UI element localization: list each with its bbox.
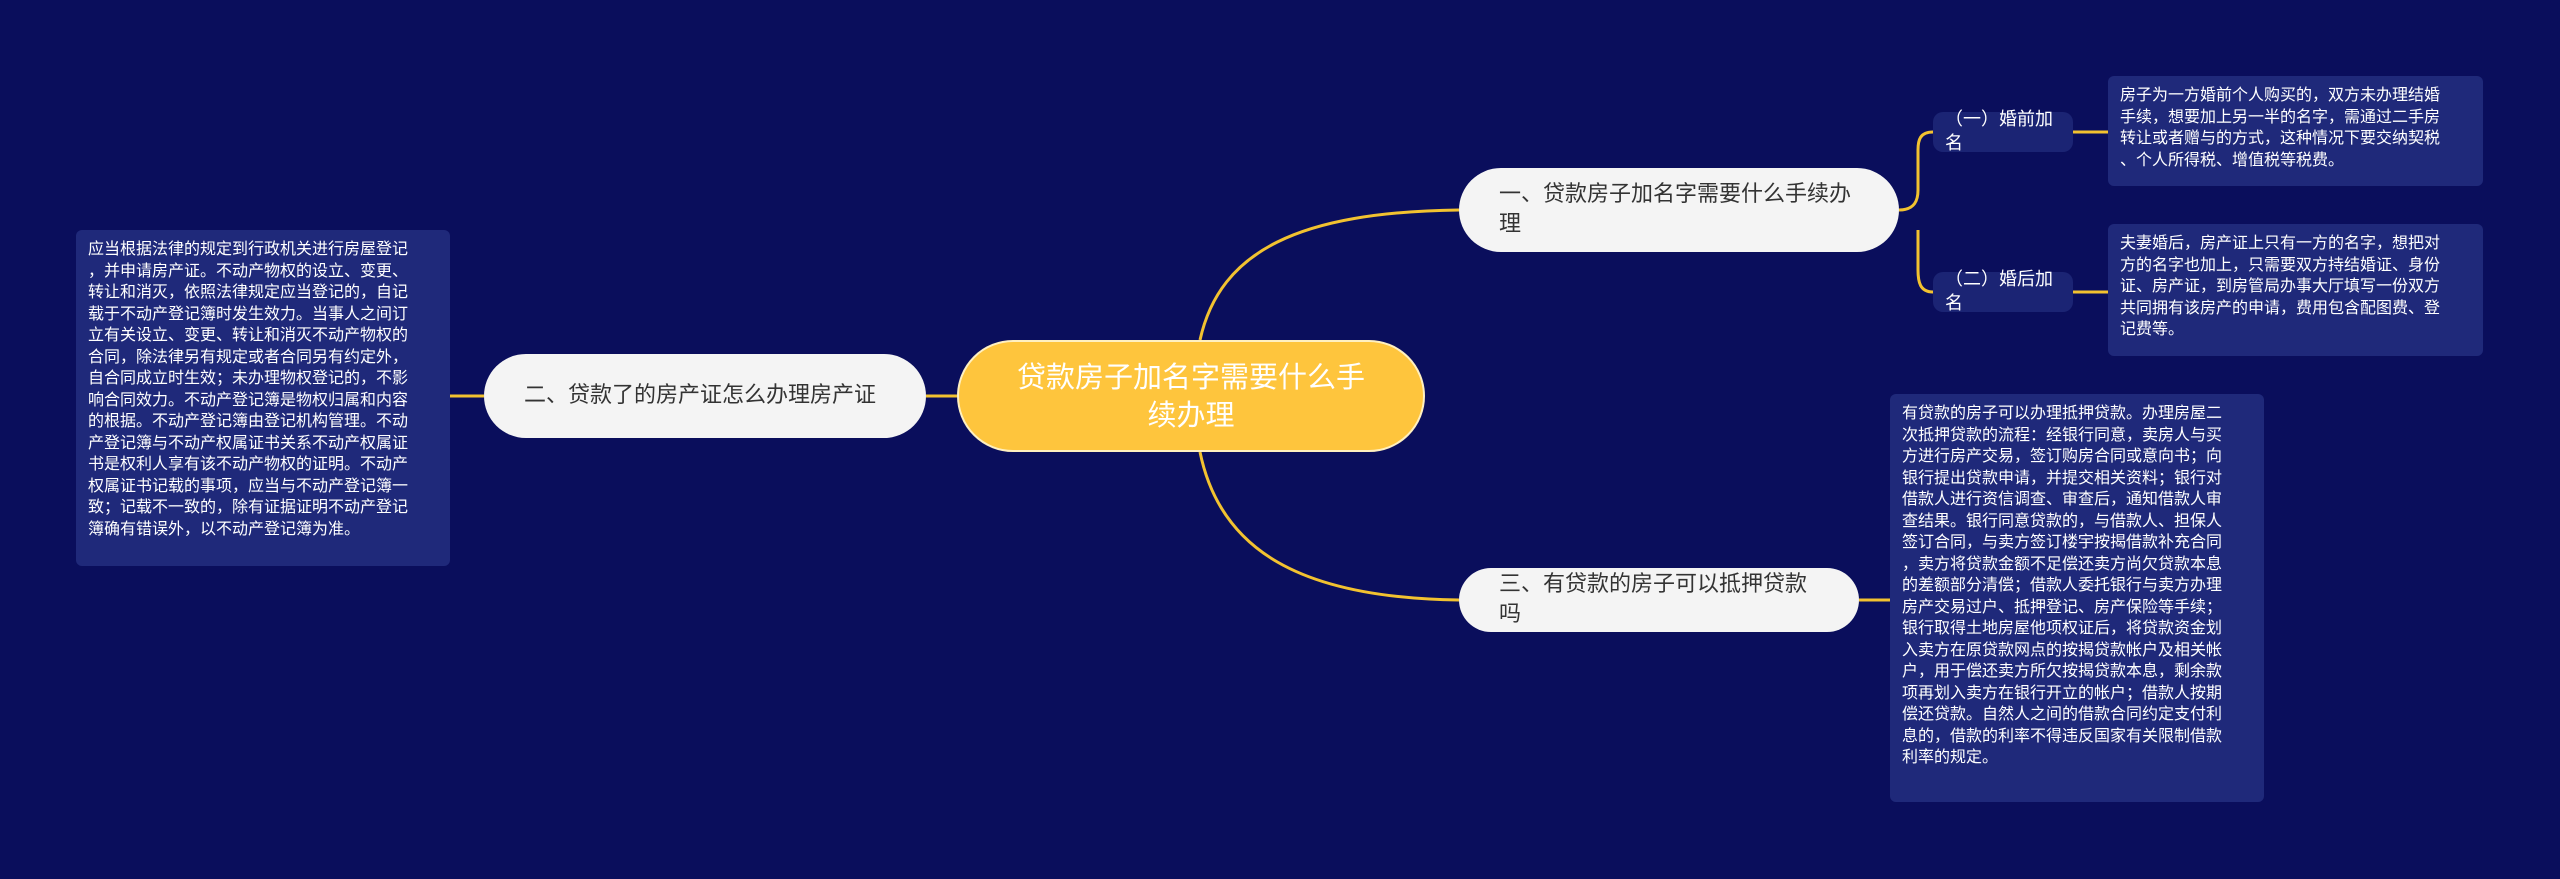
- subtopic-premarital-label: （一）婚前加名: [1945, 109, 2053, 154]
- branch-topic-3-label: 三、有贷款的房子可以抵押贷款吗: [1499, 572, 1808, 627]
- note-mortgage: 有贷款的房子可以办理抵押贷款。办理房屋二 次抵押贷款的流程：经银行同意，卖房人与…: [1890, 394, 2264, 802]
- root-topic[interactable]: 贷款房子加名字需要什么手续办理: [957, 340, 1425, 452]
- link-root-branch3: [1198, 451, 1460, 602]
- root-topic-label: 贷款房子加名字需要什么手续办理: [1016, 360, 1365, 432]
- note-premarital: 房子为一方婚前个人购买的，双方未办理结婚 手续，想要加上另一半的名字，需通过二手…: [2108, 76, 2483, 186]
- branch-topic-1-label: 一、贷款房子加名字需要什么手续办理: [1499, 182, 1852, 237]
- branch-topic-2-label: 二、贷款了的房产证怎么办理房产证: [524, 383, 877, 408]
- subtopic-premarital[interactable]: （一）婚前加名: [1933, 109, 2073, 154]
- branch-topic-2[interactable]: 二、贷款了的房产证怎么办理房产证: [484, 354, 926, 438]
- note-property-certificate: 应当根据法律的规定到行政机关进行房屋登记 ，并申请房产证。不动产物权的设立、变更…: [76, 230, 450, 566]
- link-branch1-spine: [1898, 130, 1934, 294]
- branch-topic-3[interactable]: 三、有贷款的房子可以抵押贷款吗: [1459, 568, 1859, 632]
- note-postmarital: 夫妻婚后，房产证上只有一方的名字，想把对 方的名字也加上，只需要双方持结婚证、身…: [2108, 224, 2483, 356]
- subtopic-postmarital-label: （二）婚后加名: [1945, 269, 2053, 314]
- subtopic-postmarital[interactable]: （二）婚后加名: [1933, 269, 2073, 314]
- link-root-branch1: [1198, 208, 1460, 341]
- branch-topic-1[interactable]: 一、贷款房子加名字需要什么手续办理: [1459, 168, 1899, 252]
